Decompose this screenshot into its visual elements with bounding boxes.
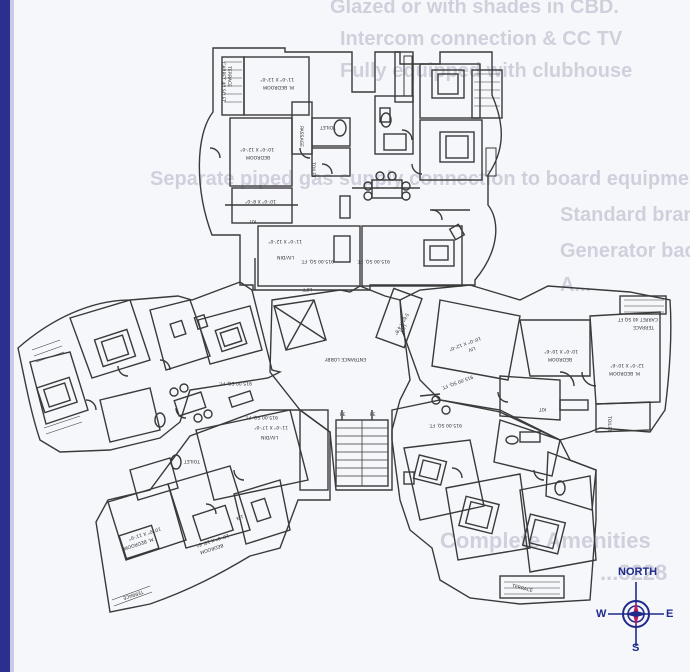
east-living bbox=[431, 299, 521, 381]
west-bedroom bbox=[29, 351, 89, 425]
west-living-label: LIV/DIN bbox=[261, 434, 278, 440]
north-terrace-area: CARPET 40 SQ FT bbox=[220, 62, 226, 102]
east-terrace-area: CARPET 40 SQ FT bbox=[618, 316, 658, 322]
southwest-kitchen bbox=[233, 479, 291, 545]
north-kitchen-size: 10'-0" X 8'-0" bbox=[245, 198, 276, 204]
west-living-size: 11'-0" X 17'-0" bbox=[254, 424, 288, 430]
west-living bbox=[149, 299, 211, 371]
north-living-size: 11'-0" X 12'-0" bbox=[268, 238, 302, 244]
north-toilet-label: TOILET bbox=[320, 124, 337, 130]
east-bedroom-size: 10'-0" X 10'-6" bbox=[544, 348, 578, 354]
southeast-wing bbox=[391, 399, 597, 605]
background-text-5: Standard brand for each building bbox=[560, 204, 690, 226]
center-stair-label-1: FE bbox=[340, 412, 346, 418]
east-toilet bbox=[595, 401, 651, 433]
compass-west-label: W bbox=[596, 608, 607, 620]
background-text-1: Glazed or with shades in CBD. bbox=[330, 0, 619, 18]
north-bedroom-size: 10'-0" X 12'-0" bbox=[240, 146, 274, 152]
west-toilet-label: TOILET bbox=[184, 458, 201, 464]
compass-north-label: NORTH bbox=[618, 566, 658, 578]
center-core bbox=[269, 285, 411, 491]
east-kitchen-label: KIT bbox=[539, 406, 546, 412]
north-terrace-label: TERRACE bbox=[226, 65, 232, 87]
north-bedroom bbox=[229, 117, 293, 187]
southwest-wing bbox=[95, 409, 331, 613]
compass-rose: NORTH W E S bbox=[596, 566, 680, 670]
center-stair-label-2: FE bbox=[370, 412, 376, 418]
southeast-terrace-label: TERRACE bbox=[510, 583, 533, 594]
west-area-lower-label: 915.00 SQ. FT. bbox=[245, 414, 278, 420]
east-toilet-label: TOILET bbox=[606, 415, 612, 432]
north-master-bedroom-size: 11'-0" X 13'-0" bbox=[260, 76, 294, 82]
west-wing bbox=[17, 281, 283, 453]
page-edge bbox=[0, 0, 10, 672]
background-text-9: ...8228 bbox=[600, 560, 668, 585]
north-kitchen-label: KIT bbox=[249, 218, 256, 224]
north-balcony-rail bbox=[394, 51, 414, 103]
north-toilet-right bbox=[374, 95, 414, 155]
north-bedroom-right bbox=[419, 63, 481, 119]
east-terrace bbox=[619, 295, 667, 315]
north-living-label: LIV/DIN bbox=[277, 254, 294, 260]
east-bedroom-label: BEDROOM bbox=[548, 356, 572, 362]
southeast-terrace bbox=[499, 575, 565, 599]
north-toilet bbox=[311, 117, 351, 147]
north-area-label: 915.00 SQ. FT. bbox=[301, 258, 334, 264]
center-lift-left-label: LIFT bbox=[303, 286, 312, 292]
center-lift-right-label: LIFT bbox=[398, 323, 408, 334]
west-toilet bbox=[99, 387, 161, 443]
east-area-label: 915.00 SQ. FT. bbox=[441, 373, 474, 390]
southeast-bedroom bbox=[445, 473, 531, 561]
west-sofa-area bbox=[197, 305, 263, 365]
north-master-bedroom bbox=[243, 56, 310, 116]
southeast-living bbox=[403, 439, 485, 521]
east-master-bedroom-size: 12'-0" X 10'-6" bbox=[610, 362, 644, 368]
southeast-kitchen bbox=[493, 419, 561, 477]
southwest-master-bedroom bbox=[107, 483, 187, 561]
east-living-label: LIV bbox=[467, 345, 476, 353]
southeast-toilet bbox=[545, 451, 597, 511]
east-master-bedroom-label: M. BEDROOM bbox=[609, 370, 640, 376]
north-passage-label: PASSAGE bbox=[298, 126, 304, 147]
north-area-right-label: 915.00 SQ. FT. bbox=[357, 258, 390, 264]
background-text-8: Complete Amenities bbox=[440, 528, 651, 553]
north-terrace-right bbox=[471, 69, 503, 119]
east-kitchen bbox=[499, 375, 561, 421]
compass-south-label: S bbox=[632, 642, 640, 654]
north-bedroom-label: BEDROOM bbox=[246, 154, 270, 160]
north-master-bedroom-right bbox=[419, 119, 483, 181]
east-lift bbox=[375, 287, 423, 349]
north-wing bbox=[198, 47, 503, 291]
southwest-bedroom bbox=[167, 465, 251, 549]
north-living-left bbox=[257, 225, 361, 287]
east-bedroom bbox=[519, 319, 591, 377]
north-living-right bbox=[361, 225, 463, 287]
background-text-7: A... bbox=[560, 274, 592, 296]
west-area-label: 915.00 SQ. FT. bbox=[219, 380, 252, 386]
page-edge-shadow bbox=[10, 0, 14, 672]
compass-icon bbox=[608, 582, 664, 646]
west-master-bedroom bbox=[69, 299, 151, 379]
southwest-living bbox=[195, 409, 309, 501]
southwest-toilet bbox=[129, 457, 179, 501]
east-area-lower-label: 915.00 SQ. FT. bbox=[429, 422, 462, 428]
southeast-master-bedroom bbox=[519, 475, 597, 573]
center-lobby-label: ENTRANCE LOBBY bbox=[325, 356, 366, 362]
north-toilet-2 bbox=[311, 147, 351, 177]
east-wing bbox=[375, 284, 672, 441]
background-text-6: Generator backup bbox=[560, 240, 690, 262]
compass-east-label: E bbox=[666, 608, 674, 620]
north-toilet-2-label: TOILET bbox=[310, 161, 316, 178]
north-master-bedroom-label: M. BEDROOM bbox=[263, 84, 294, 90]
west-kitchen-label: KIT bbox=[236, 514, 245, 522]
east-terrace-label: TERRACE bbox=[633, 324, 655, 330]
southwest-passage bbox=[299, 409, 329, 491]
background-text-2: Intercom connection & CC TV bbox=[340, 28, 623, 50]
